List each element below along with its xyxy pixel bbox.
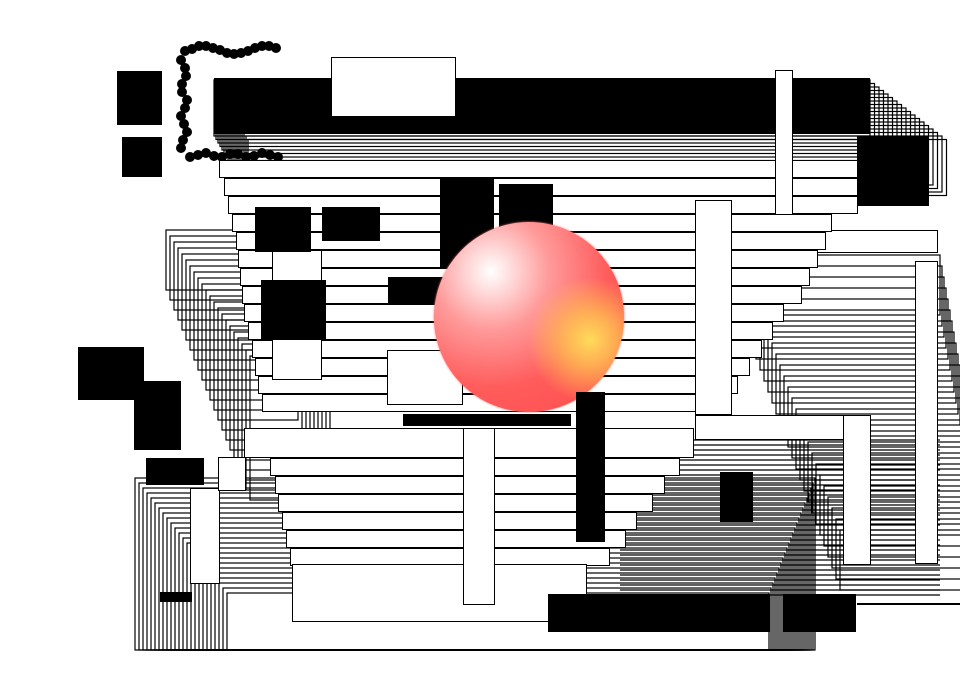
white-bar-mid [695,415,845,440]
white-strip-20 [286,530,626,548]
bracket-dot [180,46,190,57]
bracket-dot [193,149,203,160]
bracket-dot [233,148,243,159]
bracket-dot [181,71,192,81]
white-strip-19 [282,512,637,530]
black-thin-bar [403,414,571,426]
top-black-bar [214,78,870,134]
white-column-far-right [915,261,938,564]
black-block-15 [160,592,192,602]
black-block-6 [255,207,311,252]
bracket-dot [180,103,191,113]
black-block-14 [783,594,856,632]
black-block-1 [117,71,162,125]
bracket-dot [176,55,187,65]
bracket-dot [180,63,191,73]
white-left-frame [190,488,220,584]
stripe-right-8 [771,342,957,404]
bracket-dot [250,42,260,53]
bracket-dot [181,95,192,105]
bracket-dot [181,127,192,137]
white-strip-1 [219,160,869,178]
white-panel-bottom [292,564,587,622]
stripe-right-17 [807,441,960,503]
bracket-dot [229,48,239,59]
black-block-13 [720,472,753,522]
bracket-dot [241,151,251,162]
stripe-right-9 [775,353,959,415]
black-block-3 [78,347,144,400]
stripe-right-6 [763,320,953,382]
black-block-8 [261,280,326,340]
red-sphere [434,222,624,412]
stripe-right-24 [835,518,960,580]
bracket-dot [201,148,211,159]
black-block-7 [322,207,380,241]
white-column-mid-right [695,200,732,415]
bracket-dot [194,41,204,52]
stripe-right-16 [803,430,960,492]
bracket-dot [208,42,218,53]
bracket-dot [236,48,246,59]
black-block-12 [857,136,929,206]
white-column-lower-right [843,415,871,565]
bracket-dot [249,150,259,161]
black-block-4 [134,381,181,450]
black-block-2 [122,137,162,177]
black-block-5 [146,458,204,485]
white-left-frame-top [218,457,246,491]
bracket-dot [265,149,275,160]
bracket-dot [225,148,235,159]
black-bar-bottom [548,594,770,632]
stripe-right-23 [831,507,960,569]
white-column-bottom [463,428,495,605]
bracket-dot [178,135,189,145]
bracket-dot [257,41,267,52]
bracket-dot [273,151,283,162]
bracket-dot [264,41,274,52]
white-panel-top [331,57,456,117]
bracket-dot [185,151,195,162]
bracket-dot [243,45,253,56]
bracket-dot [177,87,188,97]
bracket-dot [257,148,267,159]
bracket-dot [176,79,187,89]
bracket-dot [187,43,197,54]
stripe-right-22 [827,496,960,558]
bracket-dot [178,119,189,129]
bracket-dot [215,45,225,56]
stripe-right-19 [815,463,960,525]
bracket-dot [217,151,227,162]
white-line-bottom-right [857,603,960,605]
stripe-right-21 [823,485,960,547]
bracket-dot [201,41,211,52]
stripe-right-7 [767,331,955,393]
stripe-right-11 [783,375,960,437]
bracket-dot [176,143,187,153]
bracket-dot [209,150,219,161]
bracket-dot [176,111,187,121]
bracket-dot [271,43,281,54]
black-column-center [576,392,605,542]
bracket-dot [222,47,232,58]
